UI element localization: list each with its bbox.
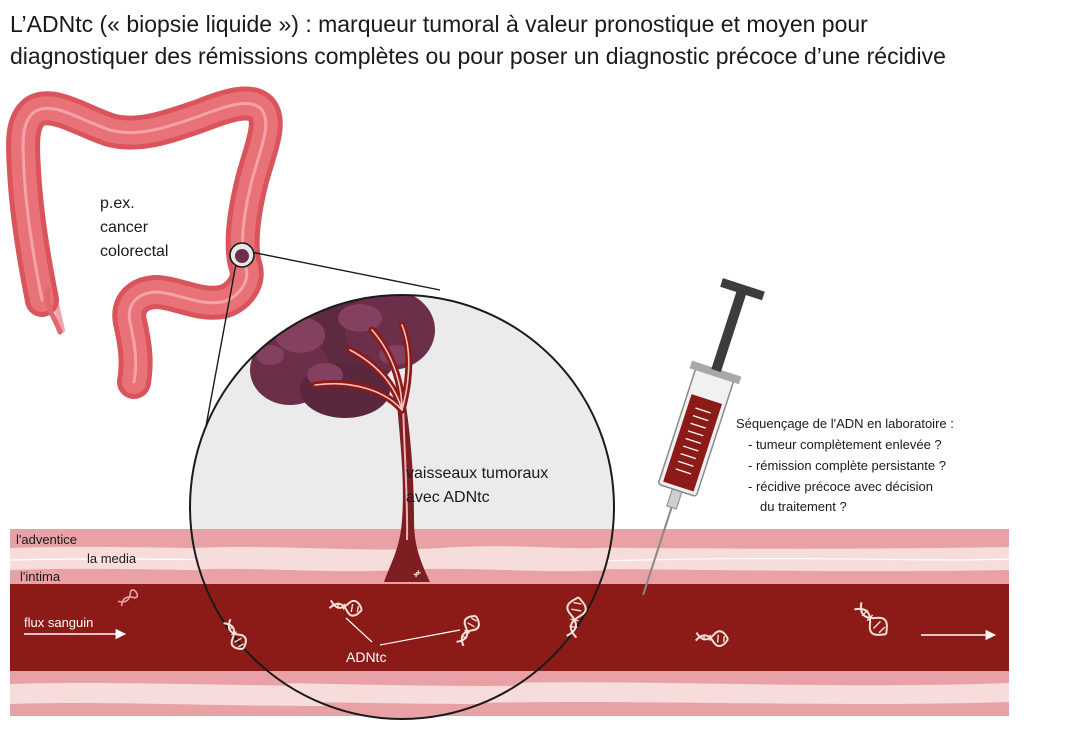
- lab-item-3: - récidive précoce avec décision: [748, 479, 933, 494]
- page-title: L’ADNtc (« biopsie liquide ») : marqueur…: [10, 8, 1065, 72]
- ctdna-pointer-left: [345, 617, 373, 643]
- tumor-vessel-label-1: vaisseaux tumoraux: [406, 465, 548, 482]
- layer-media-label: la media: [87, 551, 137, 566]
- dna-icon: [694, 630, 729, 648]
- tumor-small-icon: [235, 249, 249, 263]
- layer-adventice-label: l'adventice: [16, 532, 77, 547]
- dna-icon: [328, 599, 363, 617]
- title-line-2: diagnostiquer des rémissions complètes o…: [10, 43, 946, 69]
- dna-icon: [854, 602, 888, 636]
- dna-icon: [223, 618, 247, 650]
- tumor-vessel-label-2: avec ADNtc: [406, 489, 490, 506]
- syringe-icon: [642, 278, 765, 596]
- ctdna-pointer-right: [379, 629, 461, 646]
- lab-item-1: - tumeur complètement enlevée ?: [748, 437, 942, 452]
- blood-flow-label: flux sanguin: [24, 615, 93, 630]
- dna-icon: [456, 615, 480, 647]
- colon-illustration: [6, 86, 283, 399]
- title-line-1: L’ADNtc (« biopsie liquide ») : marqueur…: [10, 11, 868, 37]
- colon-label-3: colorectal: [100, 243, 168, 260]
- ctdna-label: ADNtc: [346, 649, 386, 665]
- zoom-line-upper: [250, 251, 441, 291]
- dna-icon: [566, 596, 587, 639]
- lab-sequencing-box: Séquençage de l'ADN en laboratoire : - t…: [736, 416, 954, 514]
- lab-heading: Séquençage de l'ADN en laboratoire :: [736, 416, 954, 431]
- dna-icon: [413, 570, 422, 578]
- colon-label-1: p.ex.: [100, 195, 135, 212]
- dna-icon: [117, 589, 139, 607]
- colon-label-2: cancer: [100, 219, 149, 236]
- magnifier-lens: [189, 294, 615, 720]
- layer-intima-label: l'intima: [20, 569, 61, 584]
- lab-item-2: - rémission complète persistante ?: [748, 458, 946, 473]
- lab-item-4: du traitement ?: [760, 499, 847, 514]
